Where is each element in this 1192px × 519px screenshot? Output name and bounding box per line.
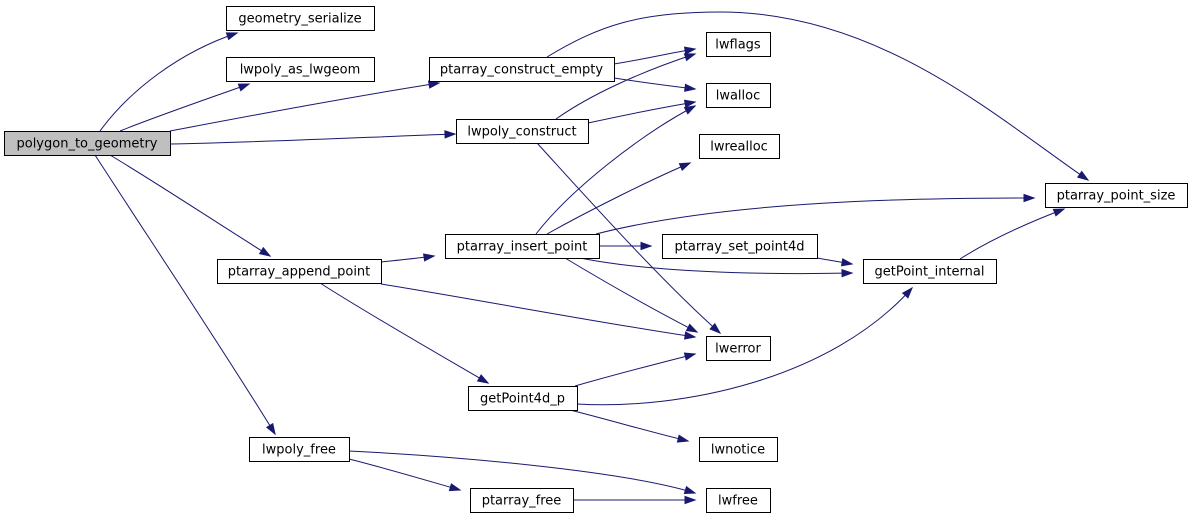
node-label: ptarray_insert_point — [457, 240, 588, 255]
node-label: lwfree — [718, 494, 758, 509]
node-label: ptarray_free — [482, 494, 562, 509]
node-lwflags[interactable]: lwflags — [706, 32, 771, 57]
edge-ptarray_construct_empty-to-lwalloc — [613, 77, 697, 92]
nodes-layer: polygon_to_geometry geometry_serializelwp… — [4, 6, 1188, 513]
node-box — [226, 57, 375, 82]
edge-lwpoly_construct-to-lwalloc — [587, 99, 697, 124]
edge-lwpoly_free-to-lwfree — [348, 450, 697, 494]
edge-lwpoly_free-to-ptarray_free — [348, 458, 462, 492]
node-label: polygon_to_geometry — [16, 137, 157, 152]
node-lwfree[interactable]: lwfree — [706, 488, 771, 513]
node-box — [706, 336, 771, 361]
edge-ptarray_insert_point-to-ptarray_point_size — [595, 193, 1036, 235]
edge-getPoint4d_p-to-lwnotice — [569, 409, 690, 443]
edge-polygon_to_geometry-to-lwpoly_free — [94, 154, 276, 436]
node-ptarray-insert-point[interactable]: ptarray_insert_point — [445, 234, 600, 259]
edge-ptarray_insert_point-to-getPoint_internal — [579, 257, 854, 278]
node-label: getPoint_internal — [874, 265, 984, 280]
node-box — [226, 6, 375, 31]
node-label: lwpoly_construct — [467, 125, 576, 140]
edge-ptarray_append_point-to-lwerror — [380, 283, 697, 340]
edge-ptarray_construct_empty-to-ptarray_point_size — [546, 11, 1090, 181]
edge-polygon_to_geometry-to-ptarray_construct_empty — [169, 80, 441, 132]
node-label: geometry_serialize — [238, 12, 361, 27]
node-lwalloc[interactable]: lwalloc — [706, 83, 771, 108]
node-lwerror[interactable]: lwerror — [706, 336, 771, 361]
node-label: getPoint4d_p — [480, 392, 565, 407]
node-box — [429, 57, 615, 82]
edge-polygon_to_geometry-to-geometry_serialize — [99, 32, 239, 132]
node-lwrealloc[interactable]: lwrealloc — [699, 134, 780, 159]
node-box — [706, 83, 771, 108]
node-ptarray-set-point4d[interactable]: ptarray_set_point4d — [662, 234, 818, 259]
edge-ptarray_set_point4d-to-getPoint_internal — [816, 257, 854, 267]
node-label: lwrealloc — [710, 140, 768, 155]
edges-layer — [94, 11, 1090, 505]
node-label: ptarray_set_point4d — [675, 240, 805, 255]
node-box — [699, 437, 778, 462]
edge-ptarray_insert_point-to-lwerror — [564, 257, 699, 333]
node-box — [249, 437, 350, 462]
node-box — [662, 234, 818, 259]
node-label: lwpoly_as_lwgeom — [240, 63, 361, 78]
node-label: lwerror — [715, 342, 761, 357]
node-box — [445, 234, 600, 259]
edge-ptarray_insert_point-to-lwrealloc — [546, 162, 692, 235]
node-box — [468, 386, 578, 411]
node-box — [4, 131, 171, 156]
node-ptarray-free[interactable]: ptarray_free — [470, 488, 574, 513]
edge-getPoint4d_p-to-lwerror — [574, 352, 697, 387]
node-polygon-to-geometry[interactable]: polygon_to_geometry — [4, 131, 171, 156]
node-ptarray-construct-empty[interactable]: ptarray_construct_empty — [429, 57, 615, 82]
node-box — [863, 259, 997, 284]
node-box — [706, 32, 771, 57]
node-label: ptarray_append_point — [228, 265, 371, 280]
node-label: lwpoly_free — [262, 443, 336, 458]
edge-ptarray_free-to-lwfree — [572, 495, 697, 505]
edge-getPoint4d_p-to-getPoint_internal — [576, 286, 914, 406]
edge-lwpoly_construct-to-lwflags — [555, 53, 697, 120]
node-getPoint4d-p[interactable]: getPoint4d_p — [468, 386, 578, 411]
node-box — [699, 134, 780, 159]
node-label: ptarray_point_size — [1057, 189, 1176, 204]
edge-getPoint_internal-to-ptarray_point_size — [959, 208, 1066, 260]
edge-ptarray_insert_point-to-ptarray_set_point4d — [598, 241, 653, 251]
node-ptarray-append-point[interactable]: ptarray_append_point — [217, 259, 382, 284]
node-box — [706, 488, 771, 513]
node-getPoint-internal[interactable]: getPoint_internal — [863, 259, 997, 284]
edge-polygon_to_geometry-to-lwpoly_as_lwgeom — [119, 83, 251, 132]
node-lwpoly-as-lwgeom[interactable]: lwpoly_as_lwgeom — [226, 57, 375, 82]
node-box — [470, 488, 574, 513]
node-lwpoly-free[interactable]: lwpoly_free — [249, 437, 350, 462]
edge-ptarray_append_point-to-ptarray_insert_point — [380, 253, 436, 263]
edge-ptarray_append_point-to-getPoint4d_p — [319, 282, 490, 384]
node-label: ptarray_construct_empty — [440, 63, 603, 78]
node-lwnotice[interactable]: lwnotice — [699, 437, 778, 462]
edge-polygon_to_geometry-to-lwpoly_construct — [169, 130, 457, 145]
edge-ptarray_insert_point-to-lwalloc — [535, 105, 697, 235]
node-label: lwflags — [715, 38, 761, 53]
edge-lwpoly_construct-to-lwerror — [536, 142, 722, 335]
node-label: lwnotice — [711, 443, 765, 458]
node-box — [456, 119, 589, 144]
edge-ptarray_construct_empty-to-lwflags — [613, 46, 697, 65]
node-label: lwalloc — [716, 89, 761, 104]
node-geometry-serialize[interactable]: geometry_serialize — [226, 6, 375, 31]
node-lwpoly-construct[interactable]: lwpoly_construct — [456, 119, 589, 144]
node-box — [217, 259, 382, 284]
node-box — [1045, 183, 1188, 208]
edge-polygon_to_geometry-to-ptarray_append_point — [109, 154, 272, 257]
node-ptarray-point-size[interactable]: ptarray_point_size — [1045, 183, 1188, 208]
